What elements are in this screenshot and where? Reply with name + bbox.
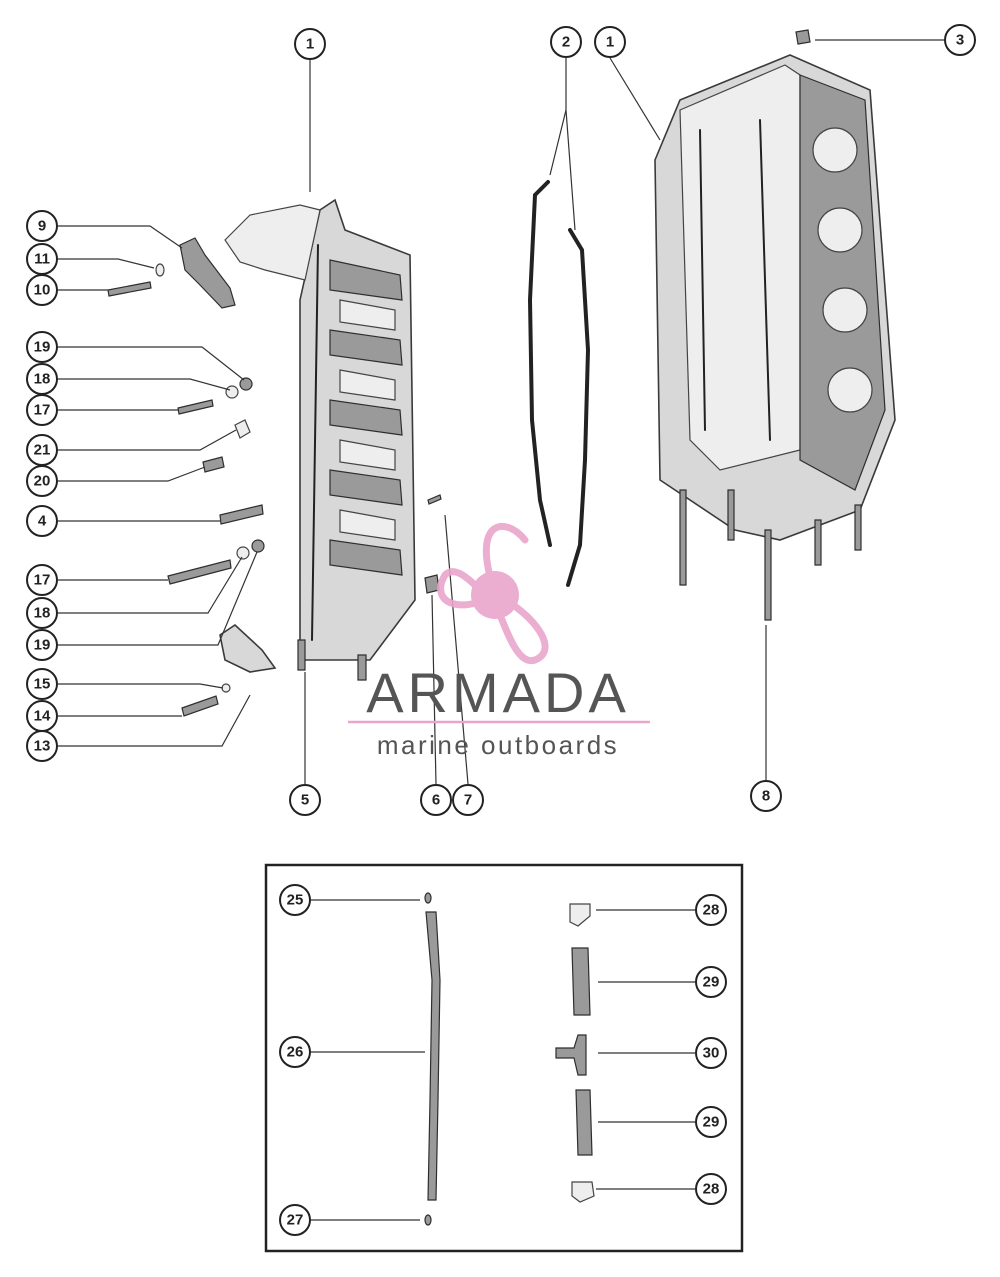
- callout-3: 3: [944, 24, 976, 56]
- svg-text:26: 26: [287, 1044, 304, 1061]
- inset-parts: [424, 892, 595, 1226]
- svg-text:13: 13: [34, 738, 51, 755]
- svg-text:17: 17: [34, 402, 51, 419]
- callout-14: 14: [26, 700, 58, 732]
- hardware-left: [107, 237, 277, 717]
- svg-text:4: 4: [38, 513, 47, 530]
- armada-watermark: [348, 523, 650, 724]
- callout-29-lower: 29: [695, 1106, 727, 1138]
- callout-9: 9: [26, 210, 58, 242]
- svg-text:8: 8: [762, 788, 770, 805]
- callout-11: 11: [26, 243, 58, 275]
- callout-21: 21: [26, 434, 58, 466]
- callout-26: 26: [279, 1036, 311, 1068]
- svg-text:2: 2: [562, 34, 570, 51]
- svg-text:29: 29: [703, 974, 720, 991]
- callout-1-left: 1: [294, 28, 326, 60]
- callout-28-upper: 28: [695, 894, 727, 926]
- svg-text:5: 5: [301, 792, 309, 809]
- svg-text:28: 28: [703, 902, 720, 919]
- svg-text:29: 29: [703, 1114, 720, 1131]
- watermark-tagline: marine outboards: [377, 730, 619, 760]
- svg-text:6: 6: [432, 792, 440, 809]
- svg-text:25: 25: [287, 892, 304, 909]
- callout-19-upper: 19: [26, 331, 58, 363]
- seal-strip-right: [566, 228, 591, 587]
- svg-text:28: 28: [703, 1181, 720, 1198]
- callout-4: 4: [26, 505, 58, 537]
- watermark-brand: ARMADA: [366, 661, 630, 724]
- callout-13: 13: [26, 730, 58, 762]
- callout-1-right: 1: [594, 26, 626, 58]
- svg-text:11: 11: [34, 251, 50, 268]
- cylinder-block-right: [654, 54, 896, 621]
- svg-text:18: 18: [34, 371, 51, 388]
- svg-text:17: 17: [34, 572, 51, 589]
- pin-7: [427, 494, 442, 505]
- callout-2: 2: [550, 26, 582, 58]
- callout-29-upper: 29: [695, 966, 727, 998]
- callout-7: 7: [452, 784, 484, 816]
- svg-text:7: 7: [464, 792, 472, 809]
- callout-10: 10: [26, 274, 58, 306]
- callout-30: 30: [695, 1037, 727, 1069]
- svg-text:20: 20: [34, 473, 51, 490]
- svg-text:18: 18: [34, 605, 51, 622]
- callout-18-lower: 18: [26, 597, 58, 629]
- svg-text:1: 1: [306, 36, 314, 53]
- callout-5: 5: [289, 784, 321, 816]
- callout-28-lower: 28: [695, 1173, 727, 1205]
- inset-frame: [264, 863, 744, 1253]
- propeller-logo-icon: [437, 523, 549, 665]
- callout-17-upper: 17: [26, 394, 58, 426]
- callout-18-upper: 18: [26, 363, 58, 395]
- svg-text:14: 14: [34, 708, 51, 725]
- svg-text:3: 3: [956, 32, 964, 49]
- svg-text:15: 15: [34, 676, 51, 693]
- svg-text:27: 27: [287, 1212, 304, 1229]
- callout-6: 6: [420, 784, 452, 816]
- callout-8: 8: [750, 780, 782, 812]
- svg-text:1: 1: [606, 34, 614, 51]
- dowel-pin-6: [424, 574, 440, 594]
- callout-25: 25: [279, 884, 311, 916]
- callout-27: 27: [279, 1204, 311, 1236]
- plug-3: [795, 29, 811, 45]
- leader-lines: [58, 39, 944, 1221]
- svg-text:19: 19: [34, 339, 51, 356]
- crankcase-cover-left: [224, 198, 416, 681]
- callout-17-lower: 17: [26, 564, 58, 596]
- callout-19-lower: 19: [26, 629, 58, 661]
- callout-20: 20: [26, 465, 58, 497]
- svg-text:19: 19: [34, 637, 51, 654]
- svg-text:21: 21: [34, 442, 51, 459]
- seal-strip-left: [527, 180, 552, 547]
- callout-15: 15: [26, 668, 58, 700]
- svg-text:9: 9: [38, 218, 46, 235]
- svg-text:10: 10: [34, 282, 51, 299]
- svg-text:30: 30: [703, 1045, 720, 1062]
